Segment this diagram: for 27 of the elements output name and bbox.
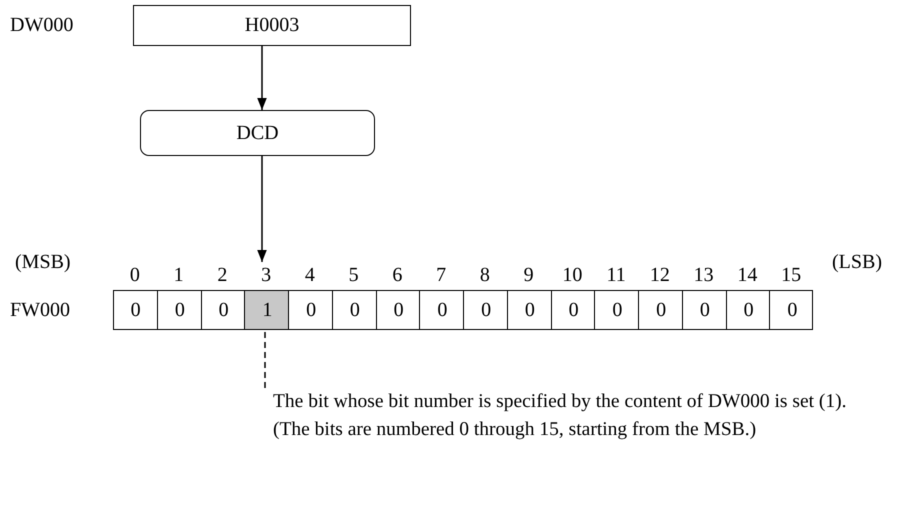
bit-order-label: (MSB) <box>15 252 71 272</box>
instruction-box: DCD <box>140 110 375 156</box>
bit-number: 9 <box>524 265 534 285</box>
note-text: The bit whose bit number is specified by the content of DW000 is set (1). (The bits are numbered 0 through 15, starting from the MSB.) <box>273 388 883 488</box>
bit-number: 0 <box>130 265 140 285</box>
bit-number: 14 <box>737 265 758 285</box>
bit-cell: 1 <box>244 290 290 330</box>
bit-number: 15 <box>781 265 802 285</box>
bit-number: 12 <box>650 265 670 285</box>
bit-number: 6 <box>392 265 402 285</box>
bit-number: 3 <box>261 265 272 285</box>
bit-number: 10 <box>562 265 582 285</box>
bit-number: 1 <box>174 265 184 285</box>
leader-line <box>264 330 266 388</box>
bit-order-label: (LSB) <box>832 252 882 272</box>
bit-number: 11 <box>606 265 626 285</box>
bit-number: 8 <box>480 265 490 285</box>
arrow <box>257 46 267 110</box>
register-name: FW000 <box>10 300 70 320</box>
bit-number: 13 <box>694 265 714 285</box>
bit-number: 5 <box>348 265 359 285</box>
bit-number: 7 <box>436 265 446 285</box>
bit-number: 2 <box>217 265 228 285</box>
arrow <box>257 156 267 262</box>
bit-number: 4 <box>304 265 315 285</box>
register-box: H0003 <box>133 5 411 46</box>
register-name: DW000 <box>10 15 74 35</box>
